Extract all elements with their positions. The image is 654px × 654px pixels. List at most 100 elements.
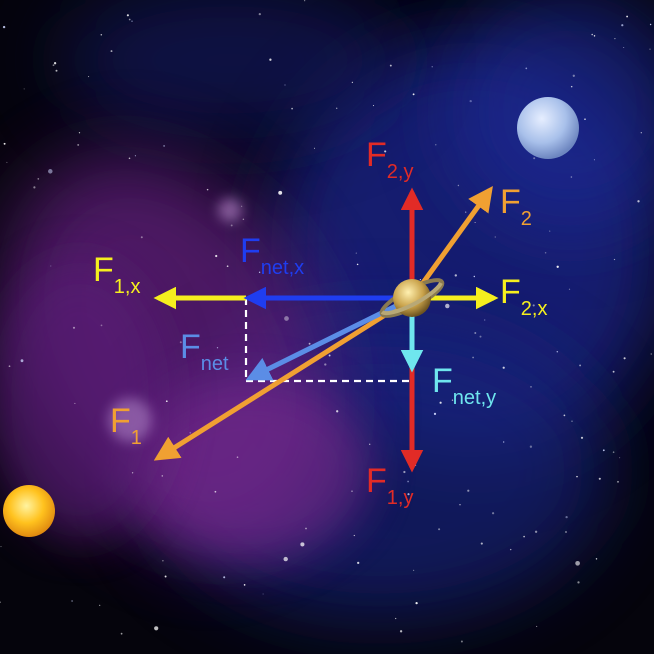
star (55, 69, 58, 72)
star (226, 265, 229, 268)
star (100, 33, 103, 36)
star (384, 150, 387, 153)
star (579, 364, 582, 367)
star (565, 515, 568, 519)
star (304, 0, 306, 2)
star (355, 252, 357, 254)
star (598, 477, 601, 480)
star (300, 542, 305, 547)
star (465, 211, 467, 213)
star (469, 99, 472, 103)
star (445, 303, 450, 309)
star (126, 14, 129, 17)
star (189, 431, 192, 434)
star (491, 512, 495, 515)
f2-vector (409, 185, 493, 300)
star (621, 24, 624, 27)
star (602, 449, 605, 452)
star (544, 252, 547, 254)
star (50, 265, 52, 267)
star (433, 412, 437, 416)
star (623, 357, 626, 360)
star (619, 457, 621, 459)
star (284, 84, 286, 86)
pale-blue-planet-icon (517, 97, 579, 159)
star (614, 37, 616, 40)
star (415, 601, 418, 605)
star (179, 341, 182, 344)
star (356, 263, 359, 266)
yellow-sun-icon (3, 485, 55, 537)
star (494, 236, 496, 238)
star (88, 76, 90, 78)
star (283, 556, 288, 562)
star (580, 436, 584, 439)
star (451, 399, 454, 401)
star (258, 271, 261, 273)
star (53, 62, 57, 65)
star (154, 626, 159, 631)
star (617, 480, 619, 483)
star (74, 402, 76, 404)
star (530, 386, 532, 388)
star (591, 33, 593, 36)
star (308, 342, 311, 345)
star (568, 288, 571, 290)
star (100, 324, 103, 327)
star (242, 218, 245, 221)
star (23, 88, 25, 90)
star (556, 265, 559, 268)
label-fnety: Fnet,y (432, 362, 496, 409)
nebula (0, 0, 654, 620)
star (78, 132, 81, 134)
star (556, 350, 559, 353)
star (480, 542, 483, 545)
star (120, 632, 123, 635)
star (134, 155, 136, 157)
star (650, 353, 653, 355)
star (565, 531, 567, 533)
star (241, 205, 243, 207)
star (571, 420, 573, 422)
star (3, 142, 6, 145)
star (6, 161, 8, 163)
star (626, 15, 629, 18)
star (243, 584, 246, 586)
star (278, 190, 283, 195)
star (162, 560, 164, 562)
star (637, 200, 640, 203)
star (128, 18, 131, 21)
star (110, 50, 113, 53)
star (131, 472, 134, 474)
star (435, 144, 437, 146)
star (128, 157, 131, 160)
star (473, 275, 476, 278)
label-f1y: F1,y (366, 462, 413, 509)
star (412, 569, 415, 572)
star (215, 254, 218, 258)
star (533, 157, 536, 160)
star (140, 236, 143, 239)
label-f2y: F2,y (366, 136, 413, 183)
star (407, 480, 410, 483)
star (164, 575, 167, 578)
star (467, 489, 470, 492)
star (0, 601, 1, 603)
star (206, 188, 209, 191)
star (389, 64, 392, 67)
star (549, 230, 551, 232)
saturn-planet-icon (379, 278, 445, 318)
star (474, 221, 476, 224)
star (438, 528, 441, 531)
star (258, 12, 261, 16)
star (163, 144, 166, 147)
star (623, 46, 625, 49)
star (0, 546, 2, 548)
label-f2x: F2,x (500, 273, 547, 320)
star (502, 366, 505, 369)
star (649, 23, 652, 26)
star (593, 159, 595, 161)
star (223, 576, 226, 579)
star (8, 365, 11, 368)
